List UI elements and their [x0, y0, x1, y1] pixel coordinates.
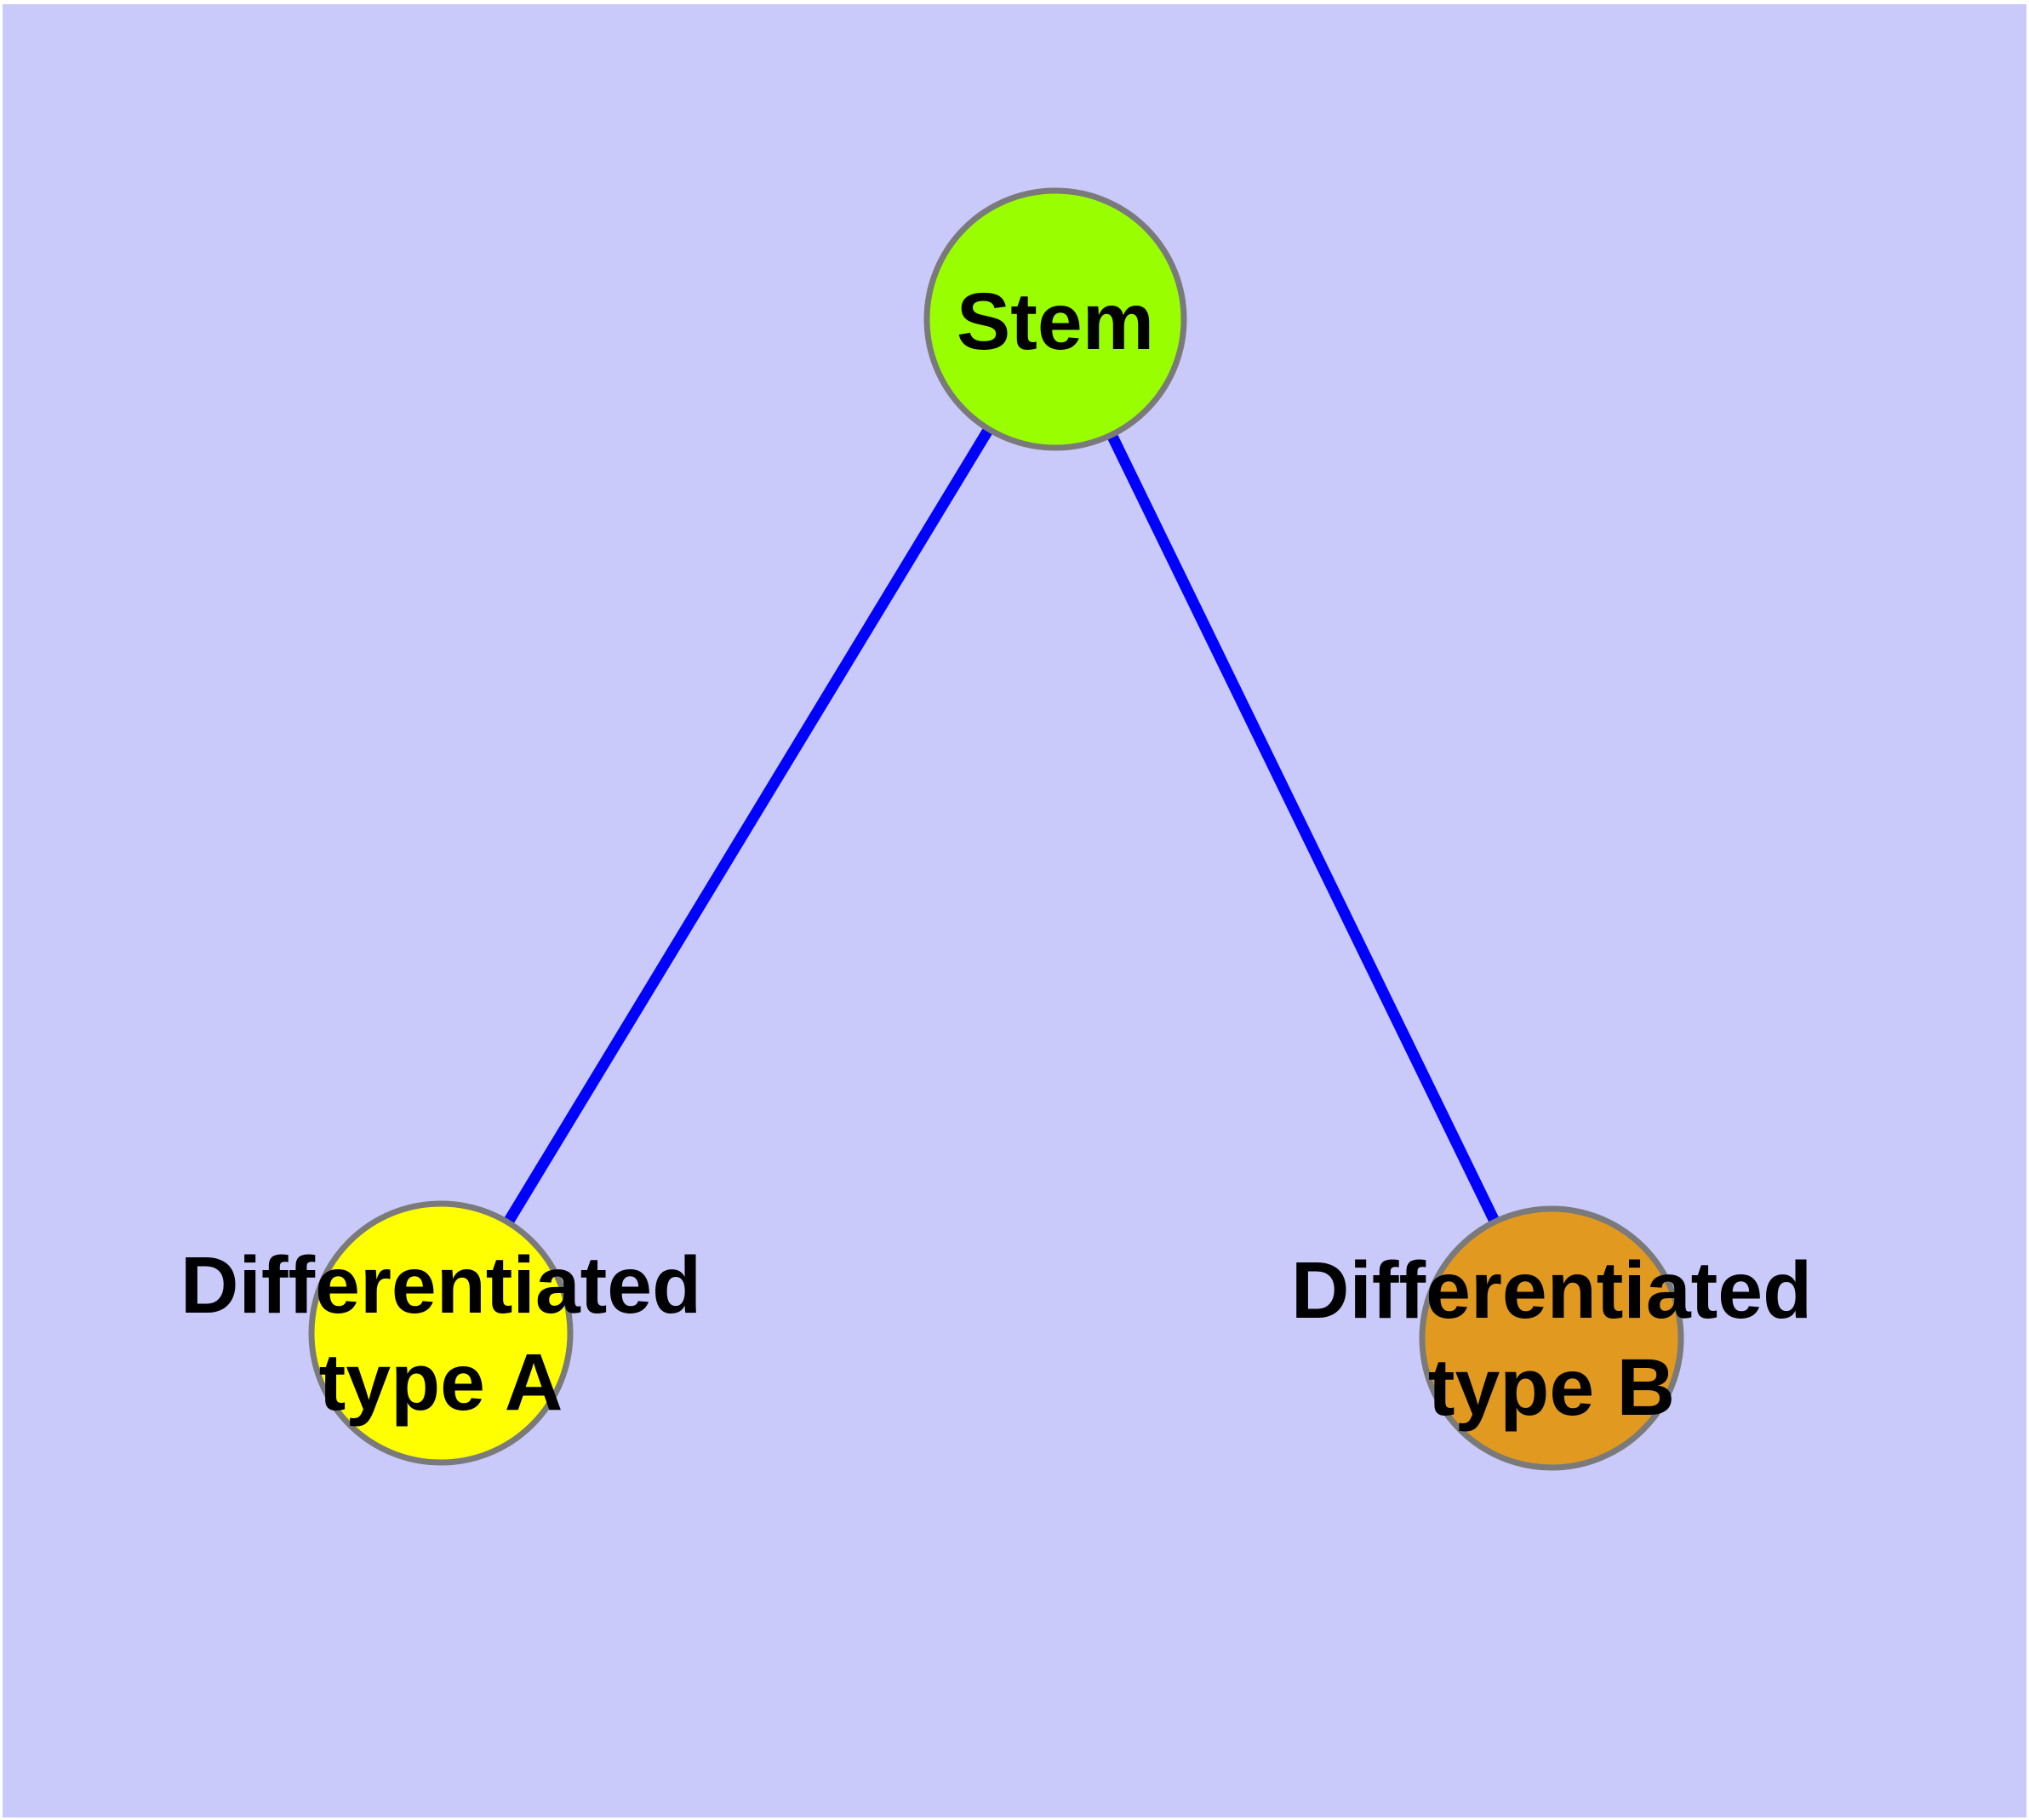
node-differentiated-type-a-circle	[308, 1200, 574, 1466]
edge-stem-to-type-a	[436, 316, 1060, 1336]
node-stem-circle	[923, 187, 1187, 451]
node-stem-label: Stem	[956, 277, 1155, 367]
node-differentiated-type-b-circle	[1419, 1205, 1684, 1471]
edge-stem-to-type-b	[1050, 317, 1557, 1341]
node-differentiated-type-a-label: Differentiated type A	[180, 1240, 702, 1428]
node-differentiated-type-b-label: Differentiated type B	[1290, 1245, 1813, 1433]
